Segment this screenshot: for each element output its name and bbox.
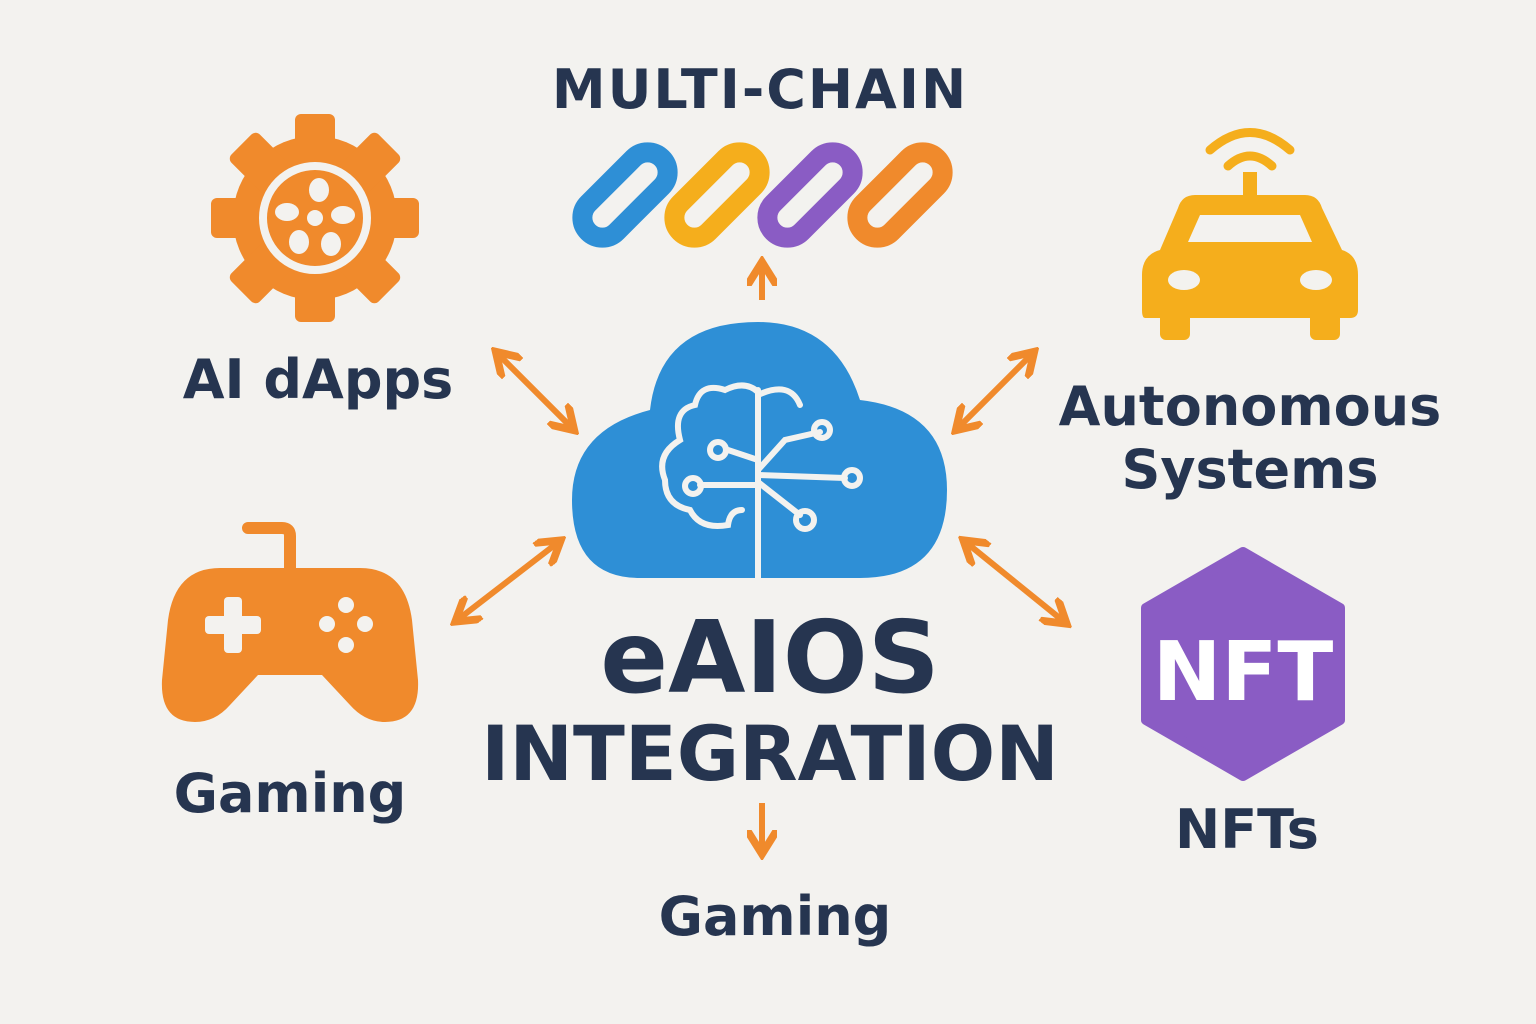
autonomous-label-line1: Autonomous — [1059, 375, 1442, 438]
cloud-brain-icon — [572, 322, 947, 581]
arrow-ai-dapps — [500, 356, 570, 426]
car-wifi-icon — [1142, 128, 1358, 340]
arrow-nfts — [968, 544, 1062, 620]
gamepad-icon — [161, 522, 419, 722]
chain-links-icon — [572, 142, 953, 248]
nft-badge-text: NFT — [1153, 625, 1334, 720]
ai-dapps-label: AI dApps — [183, 348, 454, 411]
title-line2: INTEGRATION — [481, 709, 1059, 798]
nft-hexagon-icon: NFT — [1141, 547, 1345, 781]
multichain-label: MULTI-CHAIN — [552, 58, 968, 121]
arrow-autonomous — [960, 356, 1030, 426]
gaming-left-label: Gaming — [174, 762, 407, 825]
nfts-label: NFTs — [1175, 798, 1319, 861]
title-line1: eAIOS — [600, 599, 939, 716]
gear-icon — [211, 114, 419, 322]
arrow-gaming — [460, 544, 556, 618]
gaming-bottom-label: Gaming — [659, 885, 892, 948]
autonomous-label-line2: Systems — [1121, 438, 1378, 501]
